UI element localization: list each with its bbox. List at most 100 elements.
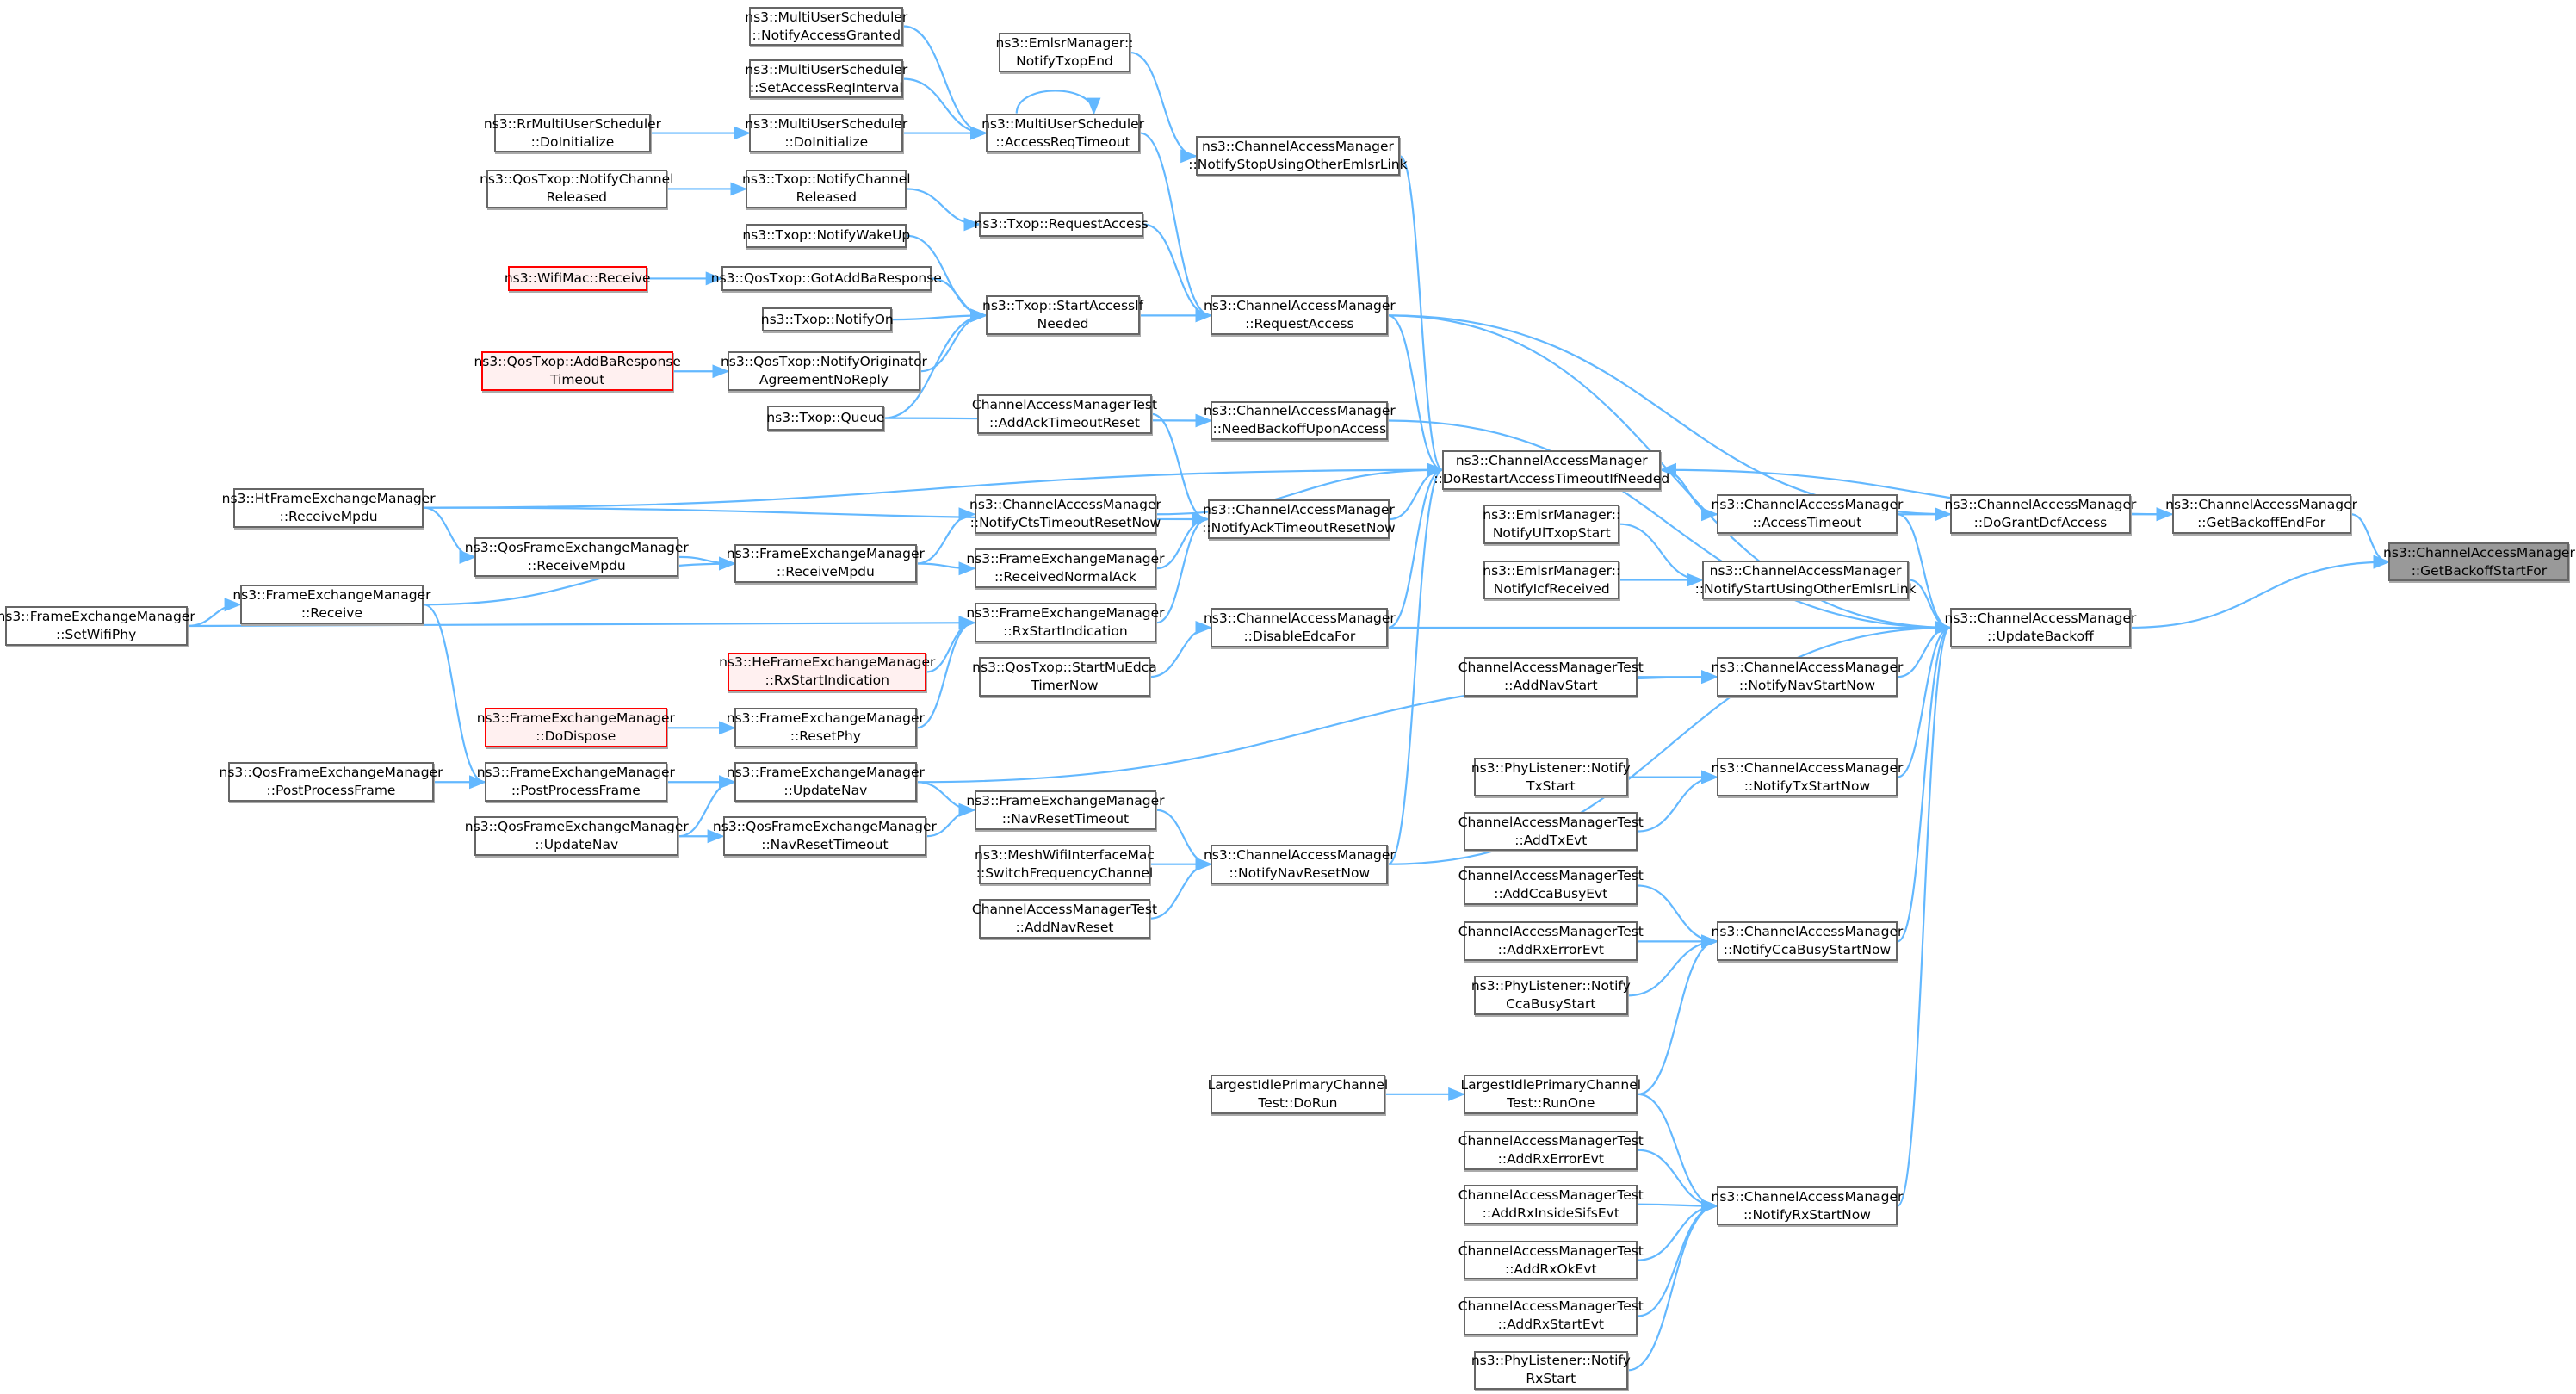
- graph-node-t-addrxerror2[interactable]: ChannelAccessManagerTest::AddRxErrorEvt: [1458, 1130, 1644, 1170]
- node-label-line: Test::RunOne: [1507, 1094, 1595, 1111]
- node-label-line: ::AddNavReset: [1015, 919, 1114, 935]
- graph-node-cam-stopusing[interactable]: ns3::ChannelAccessManager::NotifyStopUsi…: [1188, 136, 1408, 177]
- graph-node-t-addrxstart[interactable]: ChannelAccessManagerTest::AddRxStartEvt: [1458, 1296, 1644, 1336]
- node-label-line: ns3::PhyListener::Notify: [1471, 759, 1631, 776]
- node-label-line: RxStart: [1526, 1371, 1576, 1387]
- graph-node-cam-needbackoff[interactable]: ns3::ChannelAccessManager::NeedBackoffUp…: [1204, 400, 1396, 441]
- graph-node-t-addnavreset[interactable]: ChannelAccessManagerTest::AddNavReset: [972, 898, 1157, 939]
- graph-node-txop-queue[interactable]: ns3::Txop::Queue: [766, 406, 884, 431]
- node-label-line: ns3::PhyListener::Notify: [1471, 1353, 1631, 1369]
- graph-node-cam-getbackoffend[interactable]: ns3::ChannelAccessManager::GetBackoffEnd…: [2165, 494, 2357, 535]
- node-label-line: ns3::FrameExchangeManager: [0, 609, 195, 624]
- graph-node-t-addnavstart[interactable]: ChannelAccessManagerTest::AddNavStart: [1458, 657, 1644, 697]
- graph-node-ht-receivempdu[interactable]: ns3::HtFrameExchangeManager::ReceiveMpdu: [222, 487, 436, 528]
- graph-node-qfem-postprocess[interactable]: ns3::QosFrameExchangeManager::PostProces…: [220, 762, 443, 802]
- graph-node-fem-navreset[interactable]: ns3::FrameExchangeManager::NavResetTimeo…: [966, 790, 1165, 830]
- graph-node-cam-navresetnow[interactable]: ns3::ChannelAccessManager::NotifyNavRese…: [1204, 844, 1396, 884]
- edge-layer: [187, 25, 2391, 1372]
- graph-node-qtxop-gotaddba[interactable]: ns3::QosTxop::GotAddBaResponse: [711, 266, 942, 291]
- graph-node-mesh-switchfreq[interactable]: ns3::MeshWifiInterfaceMac::SwitchFrequen…: [975, 844, 1155, 884]
- graph-node-mus-accessreqtimeout[interactable]: ns3::MultiUserScheduler::AccessReqTimeou…: [981, 113, 1144, 153]
- graph-node-fem-receivednormalack[interactable]: ns3::FrameExchangeManager::ReceivedNorma…: [966, 548, 1165, 589]
- graph-node-t-addacktimeoutreset[interactable]: ChannelAccessManagerTest::AddAckTimeoutR…: [972, 393, 1157, 434]
- node-label-line: ::DoInitialize: [530, 133, 615, 150]
- call-edge-cam-accesstimeout-to-cam-dorestart: [1659, 462, 1718, 516]
- node-label-line: TxStart: [1526, 778, 1576, 794]
- graph-node-txop-wakeup[interactable]: ns3::Txop::NotifyWakeUp: [742, 223, 910, 249]
- node-label-line: ns3::ChannelAccessManager: [1203, 610, 1396, 626]
- graph-node-t-addccabusy[interactable]: ChannelAccessManagerTest::AddCcaBusyEvt: [1458, 865, 1644, 906]
- call-edge-fem-receive-to-fem-receivempdu: [424, 556, 736, 606]
- graph-node-txop-notifyon[interactable]: ns3::Txop::NotifyOn: [761, 307, 894, 332]
- call-edge-mus-accessreqtimeout-to-cam-requestaccess: [1140, 132, 1213, 323]
- graph-node-fem-updatenav[interactable]: ns3::FrameExchangeManager::UpdateNav: [727, 762, 925, 802]
- node-label-line: ns3::HeFrameExchangeManager: [719, 654, 936, 671]
- graph-node-fem-postprocess[interactable]: ns3::FrameExchangeManager::PostProcessFr…: [477, 762, 675, 802]
- node-label-line: ns3::FrameExchangeManager: [232, 587, 431, 604]
- call-edge-lip-runone-to-cam-ccabusynow: [1638, 934, 1719, 1095]
- call-edge-t-addrxstart-to-cam-rxstartnow: [1638, 1199, 1719, 1317]
- node-label-line: ns3::ChannelAccessManager: [1711, 660, 1904, 676]
- graph-node-fem-resetphy[interactable]: ns3::FrameExchangeManager::ResetPhy: [727, 708, 925, 748]
- graph-node-t-addrxok[interactable]: ChannelAccessManagerTest::AddRxOkEvt: [1458, 1240, 1644, 1280]
- graph-node-cam-ctstimeoutreset[interactable]: ns3::ChannelAccessManager::NotifyCtsTime…: [969, 494, 1161, 535]
- call-edge-emlsr-txopend-to-cam-stopusing: [1130, 51, 1198, 164]
- graph-node-emlsr-ultxop[interactable]: ns3::EmlsrManager::NotifyUlTxopStart: [1483, 504, 1620, 544]
- call-edge-fem-receivempdu-to-cam-ctstimeoutreset: [916, 507, 976, 565]
- call-edge-qtxop-startmuedca-to-cam-disableedca: [1149, 620, 1213, 678]
- graph-node-cam-acktimeoutreset[interactable]: ns3::ChannelAccessManager::NotifyAckTime…: [1202, 499, 1396, 539]
- graph-node-setwifiphy[interactable]: ns3::FrameExchangeManager::SetWifiPhy: [0, 606, 195, 646]
- graph-node-qfem-updatenav[interactable]: ns3::QosFrameExchangeManager::UpdateNav: [465, 816, 689, 857]
- call-edge-t-addrxerror2-to-cam-rxstartnow: [1638, 1149, 1719, 1213]
- node-label-line: ::RxStartIndication: [1003, 623, 1128, 640]
- graph-node-wifimac-receive[interactable]: ns3::WifiMac::Receive: [505, 266, 651, 291]
- graph-node-cam-txstartnow[interactable]: ns3::ChannelAccessManager::NotifyTxStart…: [1712, 757, 1903, 797]
- graph-node-fem-dodispose[interactable]: ns3::FrameExchangeManager::DoDispose: [477, 708, 675, 748]
- graph-node-mus-setaccessreq[interactable]: ns3::MultiUserScheduler::SetAccessReqInt…: [745, 59, 907, 99]
- graph-node-t-addrxsifs[interactable]: ChannelAccessManagerTest::AddRxInsideSif…: [1458, 1184, 1644, 1224]
- graph-node-cam-startusing[interactable]: ns3::ChannelAccessManager::NotifyStartUs…: [1695, 560, 1917, 600]
- graph-node-cam-accesstimeout[interactable]: ns3::ChannelAccessManager::AccessTimeout: [1712, 494, 1903, 535]
- graph-node-cam-rxstartnow[interactable]: ns3::ChannelAccessManager::NotifyRxStart…: [1712, 1186, 1903, 1226]
- graph-node-cam-updatebackoff[interactable]: ns3::ChannelAccessManager::UpdateBackoff: [1945, 608, 2136, 647]
- graph-node-mus-doinit[interactable]: ns3::MultiUserScheduler::DoInitialize: [745, 113, 907, 153]
- graph-node-cam-disableedca[interactable]: ns3::ChannelAccessManager::DisableEdcaFo…: [1204, 608, 1396, 647]
- graph-node-qfem-receivempdu[interactable]: ns3::QosFrameExchangeManager::ReceiveMpd…: [465, 536, 689, 577]
- graph-node-mus-accessgranted[interactable]: ns3::MultiUserScheduler::NotifyAccessGra…: [745, 6, 907, 46]
- node-label-line: ChannelAccessManagerTest: [971, 396, 1158, 412]
- graph-node-qfem-navreset[interactable]: ns3::QosFrameExchangeManager::NavResetTi…: [713, 816, 937, 857]
- node-label-line: ns3::QosFrameExchangeManager: [464, 819, 689, 835]
- node-label-line: ns3::EmlsrManager::: [1483, 562, 1621, 579]
- graph-node-cam-navstartnow[interactable]: ns3::ChannelAccessManager::NotifyNavStar…: [1712, 657, 1903, 697]
- graph-node-rr-doinit[interactable]: ns3::RrMultiUserScheduler::DoInitialize: [484, 113, 661, 153]
- graph-node-t-addtxevt[interactable]: ChannelAccessManagerTest::AddTxEvt: [1458, 811, 1644, 852]
- node-label-line: ::ReceiveMpdu: [279, 508, 378, 524]
- node-label-line: Released: [796, 189, 857, 206]
- graph-node-he-rxstart[interactable]: ns3::HeFrameExchangeManager::RxStartIndi…: [719, 652, 935, 692]
- graph-node-emlsr-txopend[interactable]: ns3::EmlsrManager::NotifyTxopEnd: [996, 33, 1133, 72]
- node-label-line: ns3::QosTxop::GotAddBaResponse: [710, 270, 942, 286]
- graph-node-cam-requestaccess[interactable]: ns3::ChannelAccessManager::RequestAccess: [1204, 295, 1396, 336]
- node-label-line: ns3::MultiUserScheduler: [745, 115, 908, 132]
- graph-node-fem-rxstart[interactable]: ns3::FrameExchangeManager::RxStartIndica…: [966, 603, 1165, 643]
- graph-node-cam-dorestart[interactable]: ns3::ChannelAccessManager::DoRestartAcce…: [1434, 449, 1669, 490]
- graph-node-fem-receivempdu[interactable]: ns3::FrameExchangeManager::ReceiveMpdu: [727, 543, 925, 584]
- node-label-line: ns3::QosTxop::StartMuEdca: [972, 660, 1157, 676]
- graph-node-cam-dogrant[interactable]: ns3::ChannelAccessManager::DoGrantDcfAcc…: [1945, 494, 2136, 535]
- graph-node-cam-ccabusynow[interactable]: ns3::ChannelAccessManager::NotifyCcaBusy…: [1712, 921, 1903, 962]
- graph-node-t-addrxerror[interactable]: ChannelAccessManagerTest::AddRxErrorEvt: [1458, 921, 1644, 962]
- graph-node-txop-requestaccess[interactable]: ns3::Txop::RequestAccess: [975, 212, 1149, 237]
- graph-node-emlsr-icf[interactable]: ns3::EmlsrManager::NotifyIcfReceived: [1483, 560, 1621, 600]
- graph-node-fem-receive[interactable]: ns3::FrameExchangeManager::Receive: [232, 585, 431, 625]
